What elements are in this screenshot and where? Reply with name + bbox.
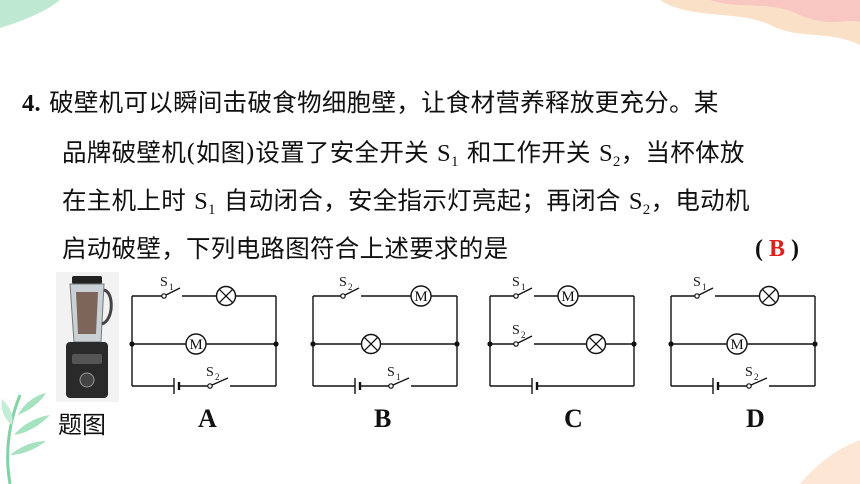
switch-s2-text: S [598, 140, 613, 167]
switch-s1-text: S [437, 140, 451, 167]
switch-label: S [206, 365, 214, 380]
switch-s1-text: S [194, 188, 209, 215]
option-label-d: D [746, 404, 765, 433]
switch-subscript: 2 [754, 372, 759, 382]
answer-letter: B [769, 236, 786, 262]
paren-close: ) [785, 236, 800, 262]
switch-lever [392, 377, 410, 386]
lamp-cross [218, 288, 234, 304]
subscript: 2 [642, 202, 651, 218]
switch-symbol [746, 383, 752, 389]
motor-label: M [414, 289, 427, 305]
question-line-2: 品牌破壁机(如图)设置了安全开关 S1 和工作开关 S2，当杯体放 [62, 138, 745, 177]
figure-caption: 题图 [58, 411, 106, 439]
switch-label: S [512, 323, 520, 338]
junction-dot [631, 341, 637, 347]
blender-photo [56, 272, 119, 402]
junction-dot [812, 341, 818, 347]
lamp-cross [363, 336, 379, 352]
switch-lever [165, 287, 181, 296]
junction-dot [129, 341, 135, 347]
switch-subscript: 2 [348, 282, 353, 292]
question-text: ，电动机 [650, 186, 750, 215]
switch-symbol [340, 293, 346, 299]
junction-dot [310, 341, 316, 347]
question-line-1: 4. 破壁机可以瞬间击破食物细胞壁，让食材营养释放更充分。某 [22, 88, 719, 119]
question-line-4: 启动破壁，下列电路图符合上述要求的是 [62, 234, 508, 264]
switch-symbol [694, 293, 700, 299]
lamp-cross [761, 288, 777, 304]
question-text: 自动闭合，安全指示灯亮起；再闭合 [215, 186, 629, 215]
switch-symbol [207, 383, 213, 389]
switch-symbol [513, 293, 519, 299]
question-text: 在主机上时 [62, 186, 195, 215]
switch-symbol [388, 383, 394, 389]
motor-label: M [561, 289, 574, 305]
blob-decoration-top-right [660, 0, 860, 45]
subscript: 1 [450, 154, 459, 170]
switch-lever [698, 287, 714, 296]
lamp-cross [588, 336, 604, 352]
subscript: 1 [208, 202, 216, 218]
switch-label: S [160, 275, 168, 290]
switch-lever [517, 287, 533, 296]
switch-subscript: 1 [702, 282, 707, 292]
switch-subscript: 1 [396, 372, 401, 382]
switch-lever [750, 377, 768, 386]
question-text: 和工作开关 [458, 138, 599, 167]
option-label-a: A [198, 404, 217, 433]
leaf-decoration-bottom-left [1, 393, 50, 484]
switch-symbol [513, 341, 519, 347]
paren-open: ( [755, 236, 769, 262]
switch-lever [517, 335, 533, 344]
switch-label: S [512, 275, 520, 290]
question-text: 启动破壁，下列电路图符合上述要求的是 [62, 234, 509, 263]
blob-decoration-top-left [0, 0, 60, 28]
answer-slot: ( B ) [755, 234, 799, 264]
switch-label: S [339, 275, 347, 290]
switch-symbol [161, 293, 167, 299]
switch-label: S [387, 365, 395, 380]
switch-s2-text: S [628, 188, 643, 215]
blob-decoration-bottom-right [800, 440, 860, 484]
junction-dot [454, 341, 460, 347]
junction-dot [487, 341, 493, 347]
subscript: 2 [612, 154, 621, 170]
question-text: 破壁机可以瞬间击破食物细胞壁，让食材营养释放更充分。某 [49, 88, 719, 117]
question-text: 品牌破壁机(如图)设置了安全开关 [62, 138, 438, 167]
switch-lever [211, 377, 229, 386]
switch-subscript: 2 [215, 372, 220, 382]
motor-label: M [189, 337, 202, 353]
switch-subscript: 1 [521, 282, 526, 292]
option-label-c: C [564, 404, 583, 433]
question-line-3: 在主机上时 S1 自动闭合，安全指示灯亮起；再闭合 S2，电动机 [62, 186, 750, 225]
junction-dot [668, 341, 674, 347]
switch-lever [344, 287, 360, 296]
question-number: 4. [22, 90, 41, 117]
motor-label: M [730, 337, 743, 353]
switch-label: S [693, 275, 701, 290]
switch-subscript: 2 [521, 330, 526, 340]
question-text: ，当杯体放 [620, 138, 745, 167]
switch-subscript: 1 [169, 282, 174, 292]
switch-label: S [745, 365, 753, 380]
junction-dot [273, 341, 279, 347]
option-label-b: B [374, 404, 392, 433]
